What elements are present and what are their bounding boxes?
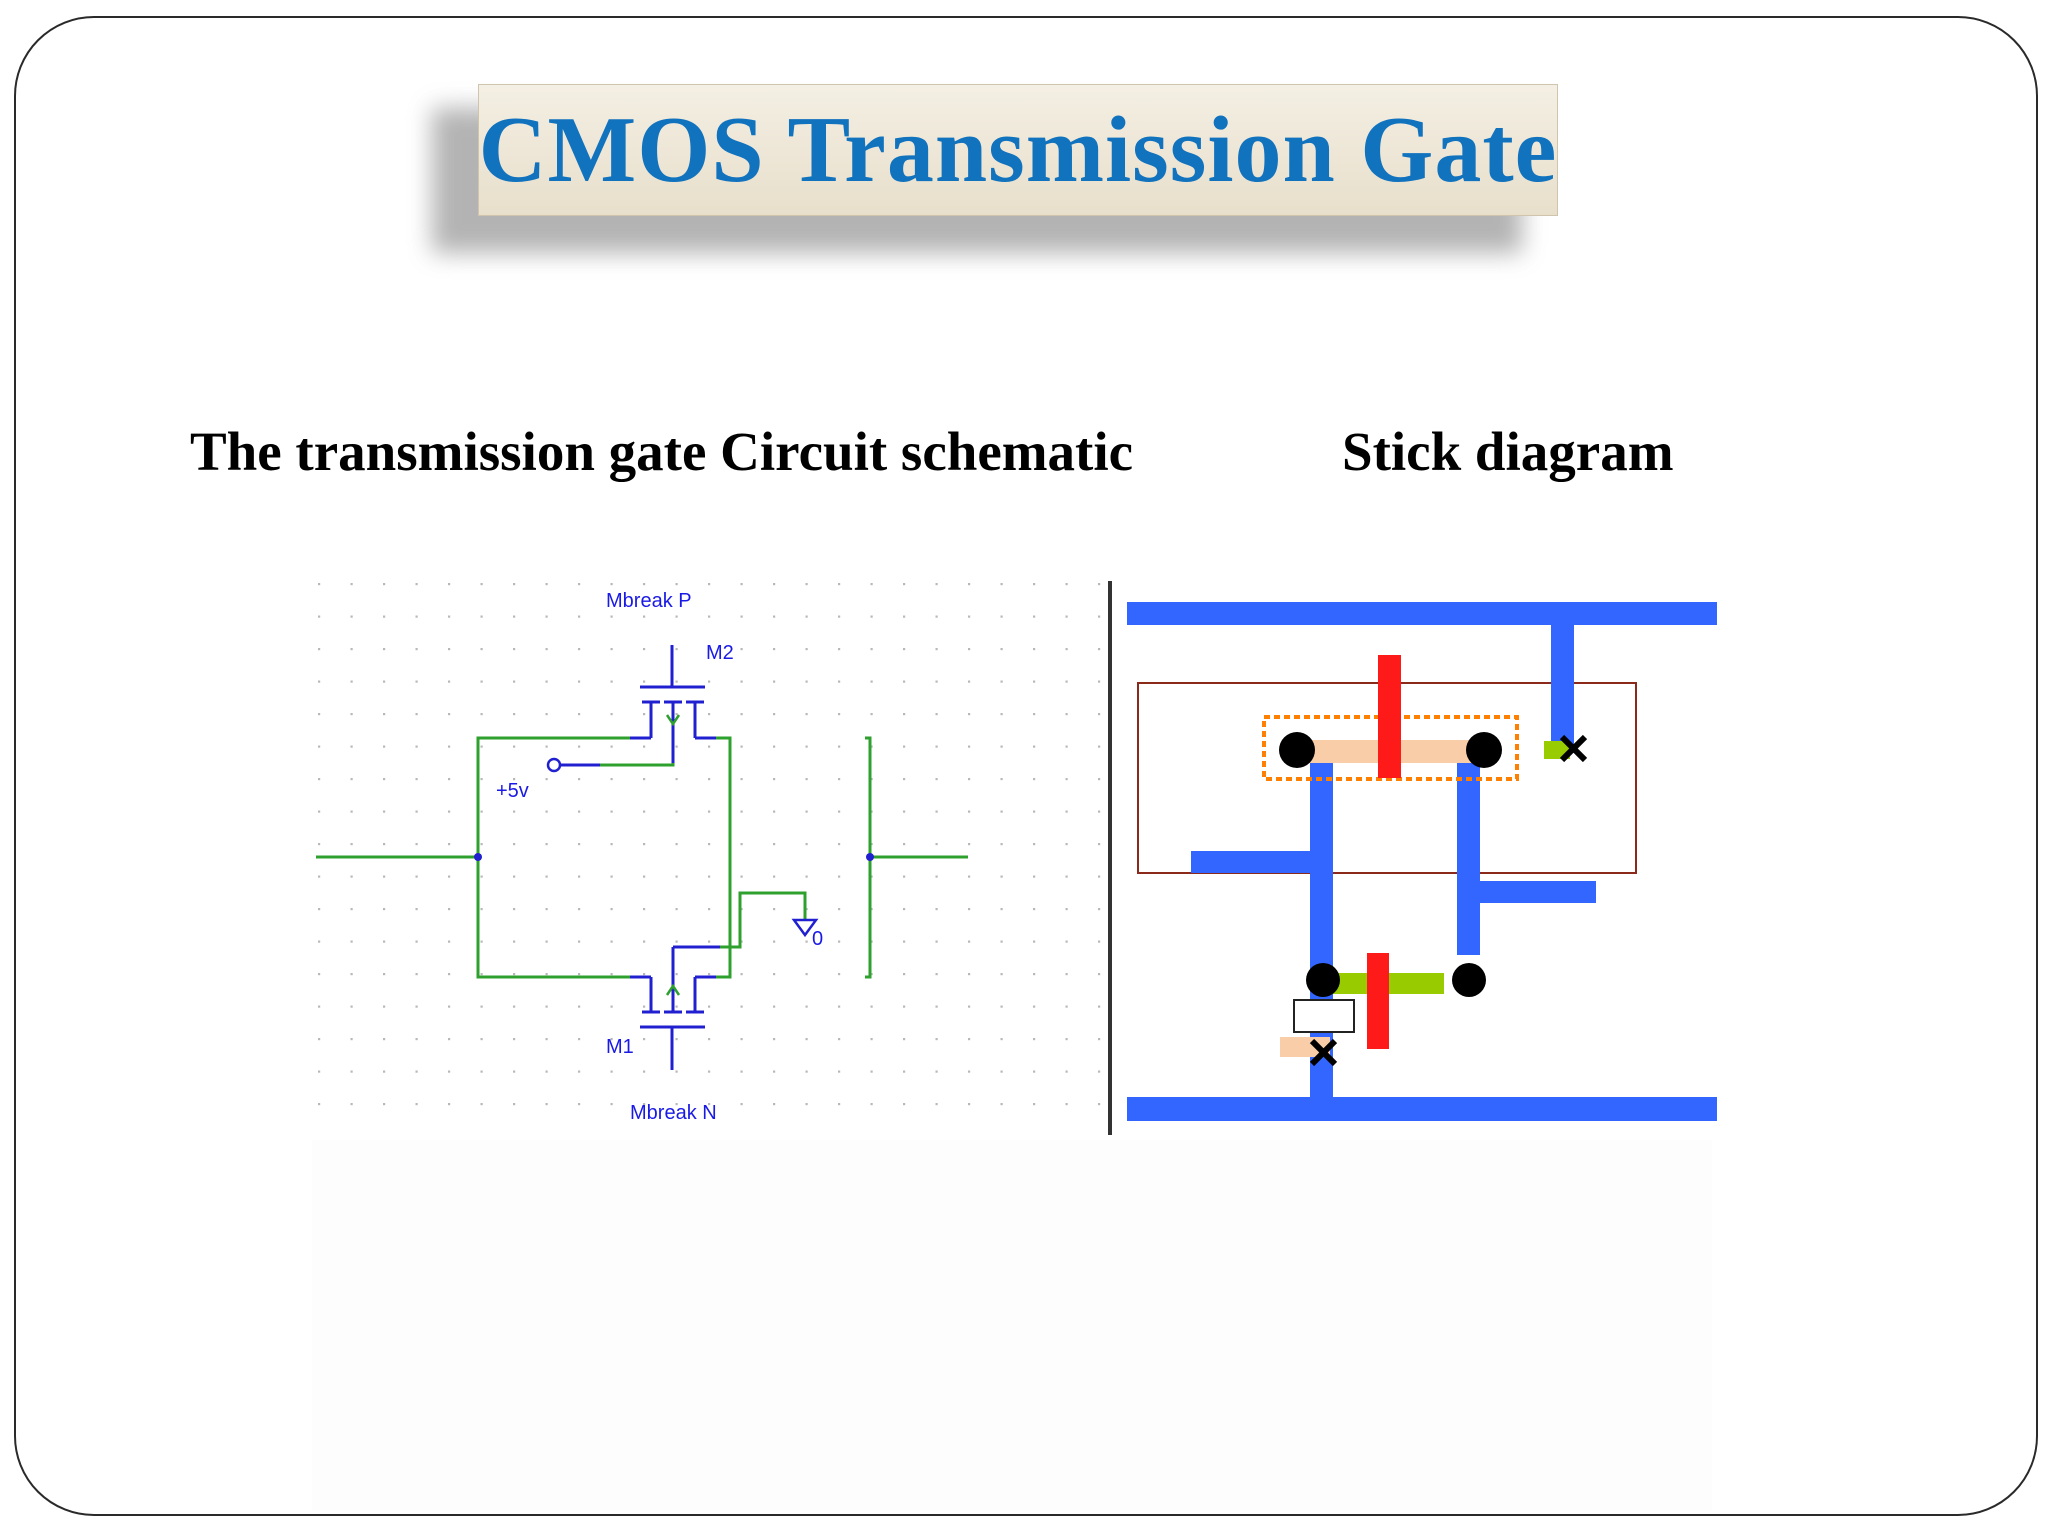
substrate-contact-x-icon [1559, 734, 1588, 763]
contact-dot-icon [1466, 732, 1502, 768]
nmos-name-label: M1 [606, 1036, 634, 1058]
pmos-model-label: Mbreak P [606, 590, 692, 612]
p-substrate-diffusion [1280, 1037, 1330, 1057]
nmos-poly-gate [1367, 953, 1389, 1049]
ground-icon [791, 918, 819, 938]
stick-diagram-heading: Stick diagram [1342, 421, 1674, 482]
stick-diagram [1127, 602, 1717, 1121]
slide-title: CMOS Transmission Gate [478, 98, 1558, 202]
output-metal [1477, 881, 1596, 903]
figure-background [312, 1140, 1712, 1510]
schematic-heading: The transmission gate Circuit schematic [190, 421, 1134, 482]
pmos-name-label: M2 [706, 642, 734, 664]
cut-box [1293, 999, 1355, 1033]
figure-svg: Mbreak P M2 +5v M1 Mbreak N 0 [310, 575, 1717, 1135]
contact-dot-icon [1306, 963, 1340, 997]
gate-supply-label: +5v [496, 780, 529, 802]
pmos-transistor [546, 645, 716, 773]
gate-source-icon [546, 757, 562, 773]
vdd-rail [1127, 602, 1717, 625]
right-junction [866, 853, 874, 861]
schematic-grid [310, 575, 1102, 1135]
nmos-transistor [630, 945, 720, 1070]
pmos-poly-gate [1378, 655, 1401, 778]
input-metal [1191, 851, 1313, 873]
right-vertical-metal [1457, 745, 1480, 955]
pmos-arrow-icon [665, 714, 681, 727]
nmos-model-label: Mbreak N [630, 1102, 717, 1124]
nmos-arrow-icon [665, 983, 681, 996]
nmos-gate-wire [720, 891, 807, 949]
channel-wire [705, 736, 732, 979]
ground-value-label: 0 [812, 928, 823, 950]
nmos-channel-segments [642, 947, 704, 1014]
left-junction [474, 853, 482, 861]
substrate-contact-x-icon [1309, 1038, 1338, 1067]
left-top-wire [476, 736, 645, 857]
gnd-rail [1127, 1097, 1717, 1121]
vdd-tap-metal [1551, 615, 1574, 745]
contact-dot-icon [1279, 732, 1315, 768]
circuit-schematic: Mbreak P M2 +5v M1 Mbreak N 0 [310, 575, 1102, 1135]
left-bottom-wire [476, 857, 645, 979]
contact-dot-icon [1452, 963, 1486, 997]
p-select-outline [1262, 715, 1519, 781]
title-banner: CMOS Transmission Gate [478, 84, 1558, 216]
pmos-channel-segments [642, 700, 704, 763]
figure: Mbreak P M2 +5v M1 Mbreak N 0 [310, 575, 1750, 1150]
